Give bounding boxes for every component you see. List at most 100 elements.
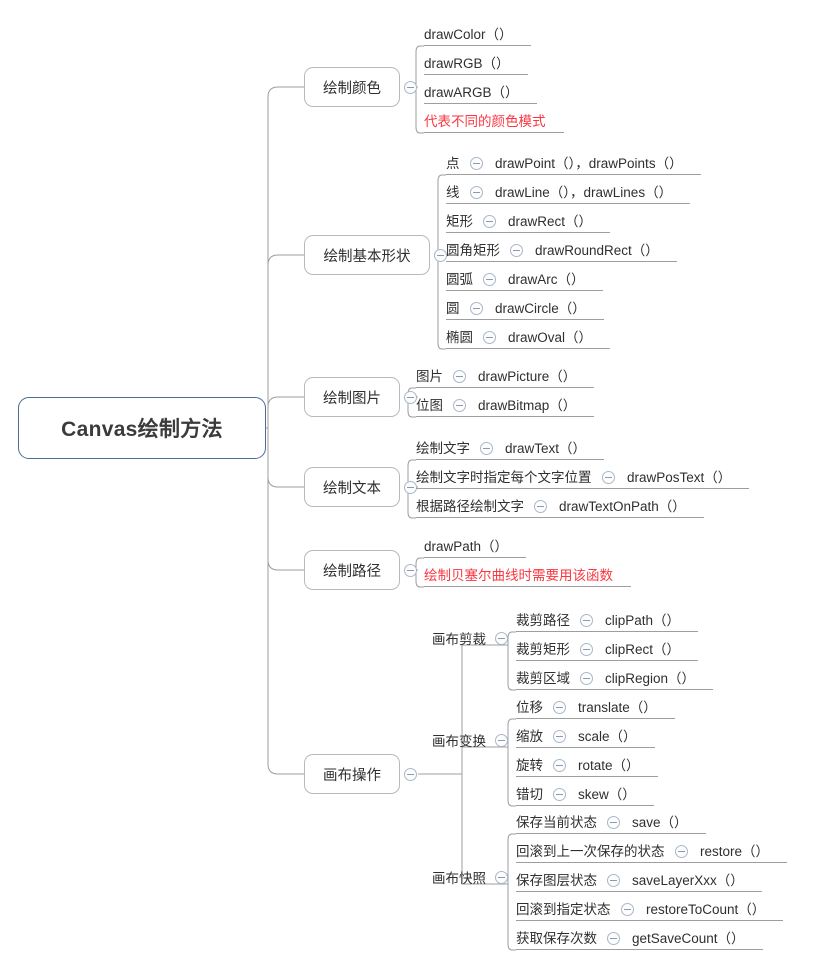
collapse-toggle-icon[interactable] [621, 903, 634, 916]
leaf-method: drawRect（） [508, 214, 593, 229]
collapse-toggle-icon[interactable] [404, 80, 417, 94]
leaf-label: 回滚到指定状态 [516, 902, 611, 917]
leaf-method: drawPath（） [424, 539, 509, 554]
collapse-toggle-icon[interactable] [607, 932, 620, 945]
collapse-toggle-icon[interactable] [607, 874, 620, 887]
collapse-toggle-icon[interactable] [434, 248, 447, 262]
collapse-toggle-icon[interactable] [480, 442, 493, 455]
collapse-toggle-icon[interactable] [580, 614, 593, 627]
leaf-label: 裁剪区域 [516, 671, 570, 686]
root-node[interactable]: Canvas绘制方法 [18, 397, 266, 459]
leaf-label: 点 [446, 156, 460, 171]
collapse-toggle-icon[interactable] [404, 563, 417, 577]
leaf-row: 图片 drawPicture（） [416, 360, 594, 388]
collapse-toggle-icon[interactable] [607, 816, 620, 829]
collapse-toggle-icon[interactable] [470, 302, 483, 315]
leaf-row: drawARGB（） [424, 76, 537, 104]
collapse-toggle-icon[interactable] [602, 471, 615, 484]
leaf-label: 位图 [416, 398, 443, 413]
branch-node-shapes[interactable]: 绘制基本形状 [304, 235, 430, 275]
leaf-label: 绘制文字时指定每个文字位置 [416, 470, 592, 485]
collapse-toggle-icon[interactable] [483, 331, 496, 344]
leaf-row: 裁剪路径 clipPath（） [516, 604, 698, 632]
leaf-method: translate（） [578, 700, 657, 715]
branch-node-path[interactable]: 绘制路径 [304, 550, 400, 590]
branch-node-canvasops[interactable]: 画布操作 [304, 754, 400, 794]
leaf-label: 圆 [446, 301, 460, 316]
leaf-label: 根据路径绘制文字 [416, 499, 524, 514]
collapse-toggle-icon[interactable] [553, 730, 566, 743]
leaf-row: drawColor（） [424, 18, 531, 46]
leaf-method: rotate（） [578, 758, 640, 773]
leaf-method: scale（） [578, 729, 637, 744]
leaf-label: 图片 [416, 369, 443, 384]
collapse-toggle-icon[interactable] [404, 390, 417, 404]
collapse-toggle-icon[interactable] [553, 759, 566, 772]
leaf-method: drawRGB（） [424, 56, 510, 71]
collapse-toggle-icon[interactable] [483, 215, 496, 228]
collapse-toggle-icon[interactable] [470, 157, 483, 170]
leaf-label: 圆弧 [446, 272, 473, 287]
leaf-method: drawPicture（） [478, 369, 577, 384]
collapse-toggle-icon[interactable] [453, 399, 466, 412]
branch-node-text[interactable]: 绘制文本 [304, 467, 400, 507]
leaf-label: 保存图层状态 [516, 873, 597, 888]
leaf-row: 绘制文字 drawText（） [416, 432, 604, 460]
collapse-toggle-icon[interactable] [534, 500, 547, 513]
leaf-method: 代表不同的颜色模式 [424, 114, 546, 129]
collapse-toggle-icon[interactable] [453, 370, 466, 383]
branch-node-picture[interactable]: 绘制图片 [304, 377, 400, 417]
leaf-method: drawRoundRect（） [535, 243, 659, 258]
leaf-method: drawColor（） [424, 27, 513, 42]
collapse-toggle-icon[interactable] [675, 845, 688, 858]
branch-node-color[interactable]: 绘制颜色 [304, 67, 400, 107]
leaf-method: clipPath（） [605, 613, 681, 628]
leaf-method: drawPoint（），drawPoints（） [495, 156, 683, 171]
leaf-method: save（） [632, 815, 688, 830]
leaf-method: drawBitmap（） [478, 398, 577, 413]
leaf-row: drawRGB（） [424, 47, 528, 75]
leaf-row: 根据路径绘制文字 drawTextOnPath（） [416, 490, 704, 518]
leaf-label: 裁剪路径 [516, 613, 570, 628]
leaf-method: drawCircle（） [495, 301, 586, 316]
collapse-toggle-icon[interactable] [404, 767, 417, 781]
collapse-toggle-icon[interactable] [483, 273, 496, 286]
leaf-label: 线 [446, 185, 460, 200]
leaf-row: 圆角矩形 drawRoundRect（） [446, 234, 677, 262]
collapse-toggle-icon[interactable] [470, 186, 483, 199]
leaf-method: restore（） [700, 844, 770, 859]
leaf-row: 绘制贝塞尔曲线时需要用该函数 [424, 559, 631, 587]
leaf-method: clipRect（） [605, 642, 681, 657]
leaf-label: 缩放 [516, 729, 543, 744]
collapse-toggle-icon[interactable] [580, 643, 593, 656]
collapse-toggle-icon[interactable] [553, 701, 566, 714]
leaf-label: 错切 [516, 787, 543, 802]
leaf-method: saveLayerXxx（） [632, 873, 744, 888]
leaf-row: 保存图层状态 saveLayerXxx（） [516, 864, 762, 892]
leaf-method: skew（） [578, 787, 636, 802]
leaf-row: drawPath（） [424, 530, 526, 558]
leaf-method: drawText（） [505, 441, 587, 456]
leaf-label: 保存当前状态 [516, 815, 597, 830]
collapse-toggle-icon[interactable] [553, 788, 566, 801]
leaf-label: 圆角矩形 [446, 243, 500, 258]
collapse-toggle-icon[interactable] [580, 672, 593, 685]
leaf-method: drawTextOnPath（） [559, 499, 686, 514]
leaf-method: clipRegion（） [605, 671, 696, 686]
collapse-toggle-icon[interactable] [495, 632, 508, 645]
collapse-toggle-icon[interactable] [510, 244, 523, 257]
leaf-row: 圆 drawCircle（） [446, 292, 604, 320]
collapse-toggle-icon[interactable] [495, 871, 508, 884]
collapse-toggle-icon[interactable] [404, 480, 417, 494]
leaf-row: 点 drawPoint（），drawPoints（） [446, 147, 701, 175]
leaf-label: 绘制文字 [416, 441, 470, 456]
collapse-toggle-icon[interactable] [495, 734, 508, 747]
